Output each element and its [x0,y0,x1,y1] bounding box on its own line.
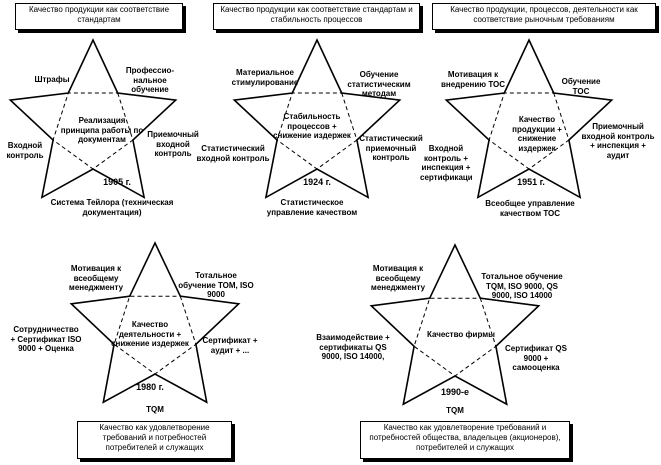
star1-left-lower-label: Входной контроль [6,141,44,160]
star-inner-pentagon-4 [113,295,197,375]
star5-right-lower-label: Сертификат QS 9000 + самооценка [505,344,567,372]
star-inner-pentagon-1 [52,92,134,170]
star2-right-upper-label: Обучение статистическим методам [347,70,411,98]
star5-center-label: Качество фирмы [427,330,495,339]
caption-box-4: Качество как удовлетворение требований и… [77,421,232,459]
star3-center-label: Качество продукции + снижение издержек [512,115,562,153]
star-inner-pentagon-2 [276,92,358,170]
star4-right-upper-label: Тотальное обучение ТОМ, ISO 9000 [178,271,254,299]
star4-right-lower-label: Сертификат + аудит + ... [202,336,258,355]
star2-left-lower-label: Статистический входной контроль [196,144,270,163]
star1-year: 1905 г. [103,177,131,187]
star3-right-lower-label: Приемочный входной контроль + инспекция … [581,122,655,160]
star3-right-upper-label: Обучение ТОС [561,77,601,96]
star4-bottom-label: TQM [146,405,164,414]
star4-left-upper-label: Мотивация к всеобщему менеджменту [68,264,124,292]
star1-right-upper-label: Профессио-нальное обучение [125,66,175,94]
star1-center-label: Реализация принципа работы по документам [60,116,144,144]
star2-right-lower-label: Статистический приемочный контроль [359,134,423,162]
caption-box-2: Качество продукции как соответствие стан… [213,3,420,30]
caption-box-3: Качество продукции, процессов, деятельно… [432,3,656,30]
star4-center-label: Качество деятельности + снижение издерже… [111,320,189,348]
star5-right-upper-label: Тотальное обучение TQM, ISO 9000, QS 900… [481,272,563,300]
star3-year: 1951 г. [517,177,545,187]
star3-left-lower-label: Входной контроль + инспекция + сертифика… [420,144,472,182]
star3-left-upper-label: Мотивация к внедрению ТОС [440,70,506,89]
star4-left-lower-label: Сотрудничество + Сертификат ISO 9000 + О… [10,325,82,353]
star2-year: 1924 г. [303,177,331,187]
star2-bottom-label: Статистическое управление качеством [266,198,358,217]
star2-left-upper-label: Материальное стимулирование [231,68,299,87]
star1-right-lower-label: Приемочный входной контроль [147,130,199,158]
caption-box-5: Качество как удовлетворение требований и… [360,421,570,459]
star-inner-pentagon-3 [488,92,570,170]
star2-center-label: Стабильность процессов + снижение издерж… [273,112,351,140]
star-inner-pentagon-5 [413,297,497,377]
star5-year: 1990-е [440,387,470,397]
star1-left-upper-label: Штрафы [34,75,70,84]
star3-bottom-label: Всеобщее управление качеством ТОС [485,199,575,218]
star5-left-upper-label: Мотивация к всеобщему менеджменту [370,264,426,292]
star1-bottom-label: Система Тейлора (техническая документаци… [50,198,174,217]
star5-bottom-label: TQM [446,406,464,415]
star4-year: 1980 г. [136,382,164,392]
star5-left-lower-label: Взаимодействие + сертификаты QS 9000, IS… [316,333,390,361]
caption-box-1: Качество продукции как соответствие стан… [15,3,183,30]
